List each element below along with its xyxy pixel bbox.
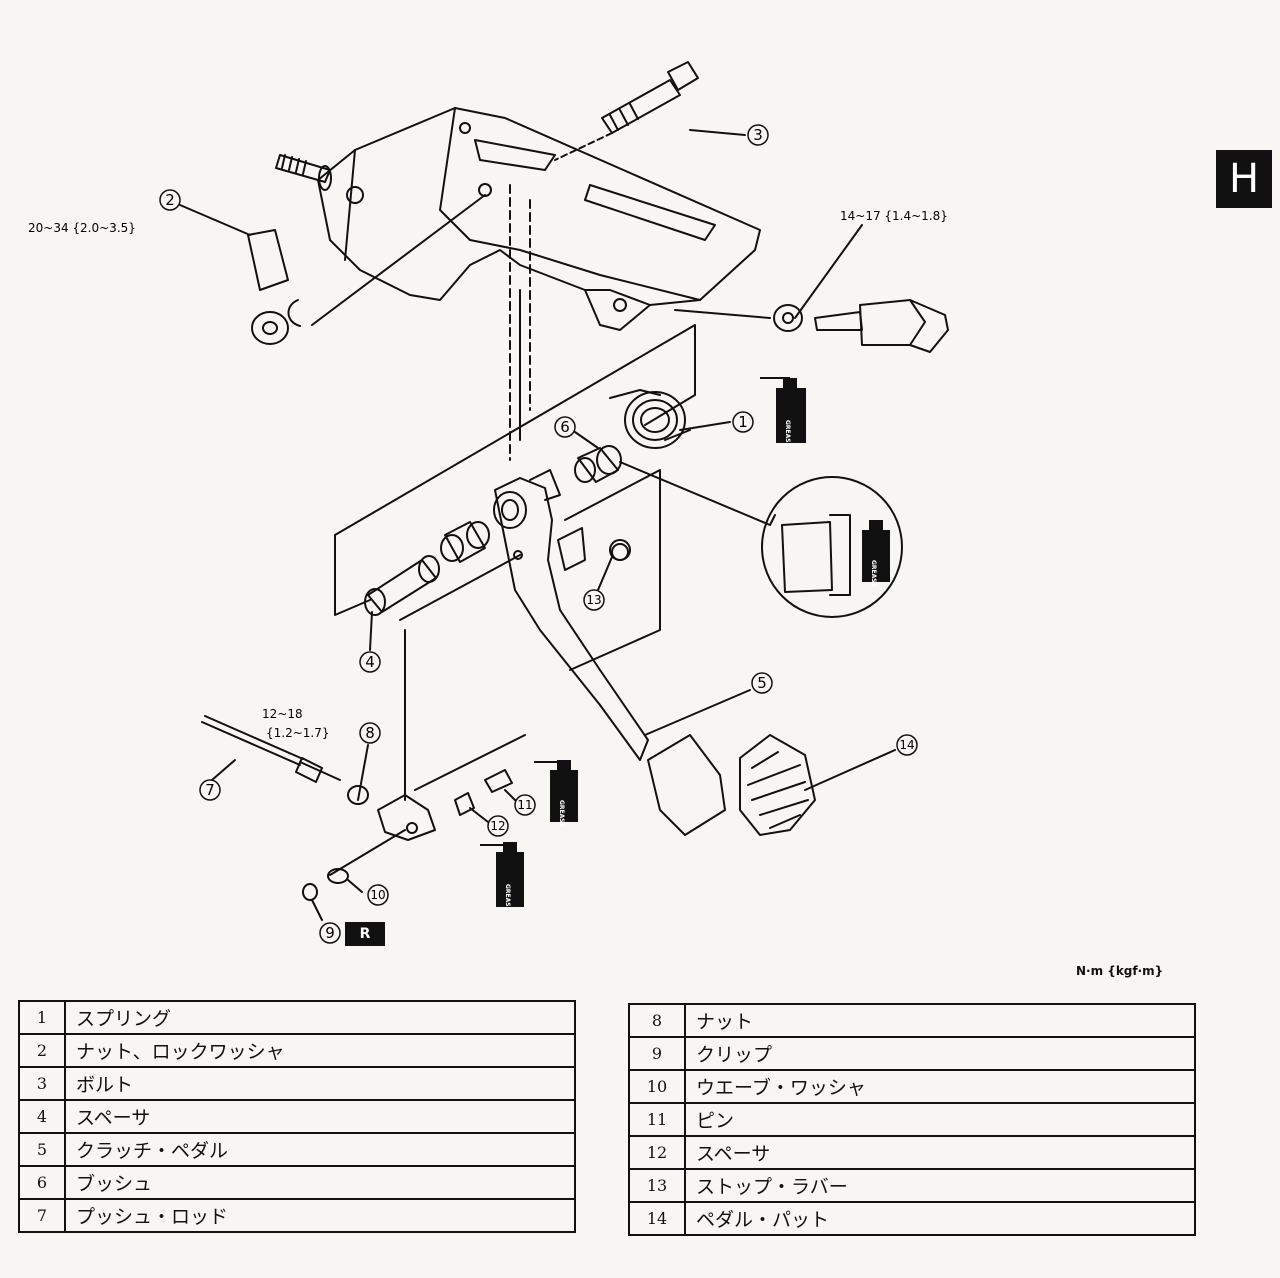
callout-7: 7 bbox=[205, 781, 215, 799]
clutch-switch bbox=[674, 299, 949, 353]
part-number: 8 bbox=[628, 1003, 686, 1038]
grease-can-icon: GREASE bbox=[760, 377, 806, 447]
part-name: ナット、ロックワッシャ bbox=[64, 1033, 576, 1068]
part-name: クリップ bbox=[684, 1036, 1196, 1071]
part-number: 4 bbox=[18, 1099, 66, 1134]
part-name: ナット bbox=[684, 1003, 1196, 1038]
unit-note: N·m {kgf·m} bbox=[1076, 964, 1164, 978]
part-name: ウエーブ・ワッシャ bbox=[684, 1069, 1196, 1104]
callout-6: 6 bbox=[560, 418, 570, 436]
callout-14: 14 bbox=[899, 738, 914, 752]
push-rod bbox=[201, 715, 369, 805]
callout-10: 10 bbox=[370, 888, 385, 902]
part-number: 12 bbox=[628, 1135, 686, 1170]
part-name: スペーサ bbox=[64, 1099, 576, 1134]
bolt bbox=[554, 61, 699, 161]
bushing-left bbox=[440, 521, 490, 563]
part-number: 7 bbox=[18, 1198, 66, 1233]
torque-label-nut: 20~34 {2.0~3.5} bbox=[28, 221, 136, 235]
part-name: ピン bbox=[684, 1102, 1196, 1137]
part-name: ストップ・ラバー bbox=[684, 1168, 1196, 1203]
callout-8: 8 bbox=[365, 724, 375, 742]
part-name: スペーサ bbox=[684, 1135, 1196, 1170]
pedal-pad bbox=[739, 734, 816, 836]
bracket-stud bbox=[275, 154, 332, 191]
callout-1: 1 bbox=[738, 413, 748, 431]
part-number: 11 bbox=[628, 1102, 686, 1137]
part-number: 10 bbox=[628, 1069, 686, 1104]
part-name: クラッチ・ペダル bbox=[64, 1132, 576, 1167]
part-number: 1 bbox=[18, 1000, 66, 1035]
callout-12: 12 bbox=[490, 819, 505, 833]
part-number: 5 bbox=[18, 1132, 66, 1167]
pedal-bracket bbox=[317, 107, 761, 331]
part-number: 13 bbox=[628, 1168, 686, 1203]
grease-can-icon: GREASE bbox=[534, 760, 578, 827]
torque-label-rod-line1: 12~18 bbox=[262, 707, 303, 721]
callout-markers bbox=[159, 124, 918, 944]
torque-label-rod-line2: {1.2~1.7} bbox=[266, 726, 330, 740]
part-number: 3 bbox=[18, 1066, 66, 1101]
spacer-tube bbox=[364, 555, 440, 616]
part-number: 9 bbox=[628, 1036, 686, 1071]
replace-badge-label: R bbox=[360, 926, 371, 942]
part-name: ボルト bbox=[64, 1066, 576, 1101]
nut-and-lock-washer bbox=[247, 194, 486, 345]
torque-label-switch: 14~17 {1.4~1.8} bbox=[840, 209, 948, 223]
svg-text:GREASE: GREASE bbox=[870, 560, 877, 587]
part-number: 6 bbox=[18, 1165, 66, 1200]
part-number: 2 bbox=[18, 1033, 66, 1068]
leader-lines bbox=[179, 129, 896, 921]
bushing bbox=[574, 445, 622, 483]
part-name: ペダル・パット bbox=[684, 1201, 1196, 1236]
part-number: 14 bbox=[628, 1201, 686, 1236]
grease-can-icon: GREASE bbox=[862, 520, 890, 587]
projection-lines bbox=[329, 184, 696, 876]
clutch-pedal bbox=[493, 469, 726, 836]
detail-circle bbox=[619, 461, 903, 618]
part-name: スプリング bbox=[64, 1000, 576, 1035]
callout-9: 9 bbox=[325, 924, 335, 942]
callout-11: 11 bbox=[517, 798, 532, 812]
stop-rubber bbox=[611, 543, 629, 561]
callout-3: 3 bbox=[753, 126, 763, 144]
svg-text:GREASE: GREASE bbox=[784, 420, 791, 447]
svg-text:GREASE: GREASE bbox=[558, 800, 565, 827]
svg-text:GREASE: GREASE bbox=[504, 884, 511, 911]
callout-4: 4 bbox=[365, 653, 375, 671]
part-name: プッシュ・ロッド bbox=[64, 1198, 576, 1233]
callout-13: 13 bbox=[586, 593, 601, 607]
callout-5: 5 bbox=[757, 674, 767, 692]
part-name: ブッシュ bbox=[64, 1165, 576, 1200]
replace-badge bbox=[345, 922, 385, 946]
grease-can-icon: GREASE bbox=[480, 842, 524, 911]
section-tab: H bbox=[1216, 150, 1272, 208]
clevis-assembly bbox=[302, 769, 513, 901]
return-spring bbox=[609, 389, 691, 449]
callout-2: 2 bbox=[165, 191, 175, 209]
